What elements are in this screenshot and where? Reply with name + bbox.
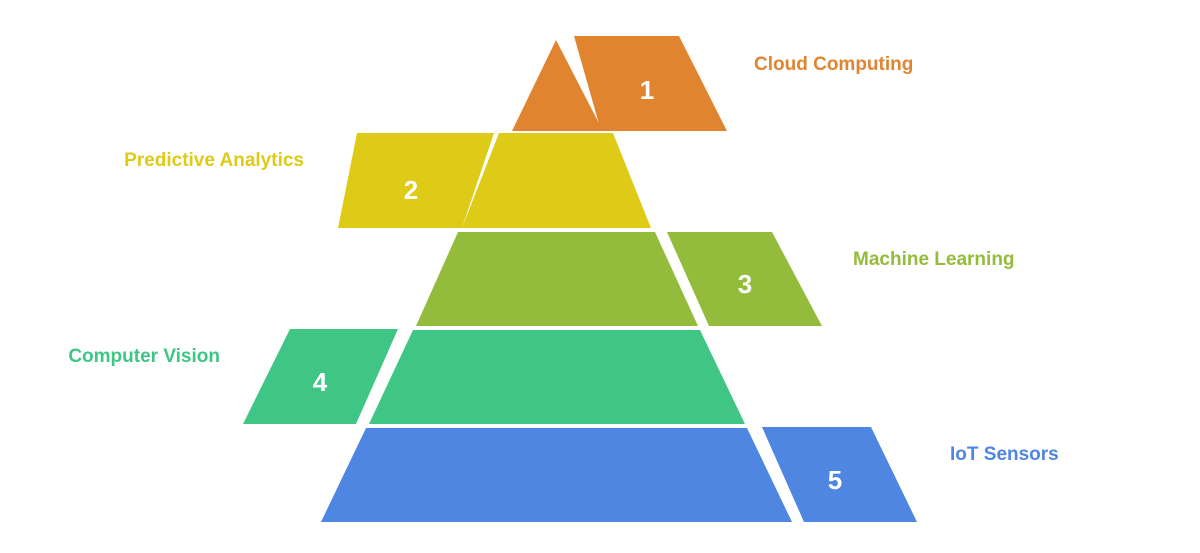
number-2: 2 [404, 175, 418, 205]
label-iot-sensors: IoT Sensors [950, 444, 1059, 465]
number-5: 5 [828, 465, 842, 495]
number-box-4 [243, 329, 398, 424]
number-1: 1 [640, 75, 654, 105]
label-machine-learning: Machine Learning [853, 249, 1015, 270]
pyramid-segment-3 [416, 232, 698, 326]
number-box-5 [762, 427, 917, 522]
pyramid-segment-2 [462, 133, 651, 228]
label-cloud-computing: Cloud Computing [754, 54, 913, 75]
number-box-3 [667, 232, 822, 326]
number-box-1 [574, 36, 727, 131]
label-predictive-analytics: Predictive Analytics [124, 150, 304, 171]
number-3: 3 [738, 269, 752, 299]
pyramid-level-3: 3 Machine Learning [416, 232, 1015, 326]
pyramid-segment-4 [369, 330, 745, 424]
number-box-2 [338, 133, 494, 228]
pyramid-segment-5 [321, 428, 792, 522]
label-computer-vision: Computer Vision [68, 346, 220, 367]
pyramid-level-5: 5 IoT Sensors [321, 427, 1059, 522]
number-4: 4 [313, 367, 328, 397]
pyramid-level-4: 4 Computer Vision [68, 329, 745, 424]
pyramid-segment-1 [512, 40, 603, 131]
pyramid-level-1: 1 Cloud Computing [512, 36, 913, 131]
pyramid-level-2: 2 Predictive Analytics [124, 133, 651, 228]
